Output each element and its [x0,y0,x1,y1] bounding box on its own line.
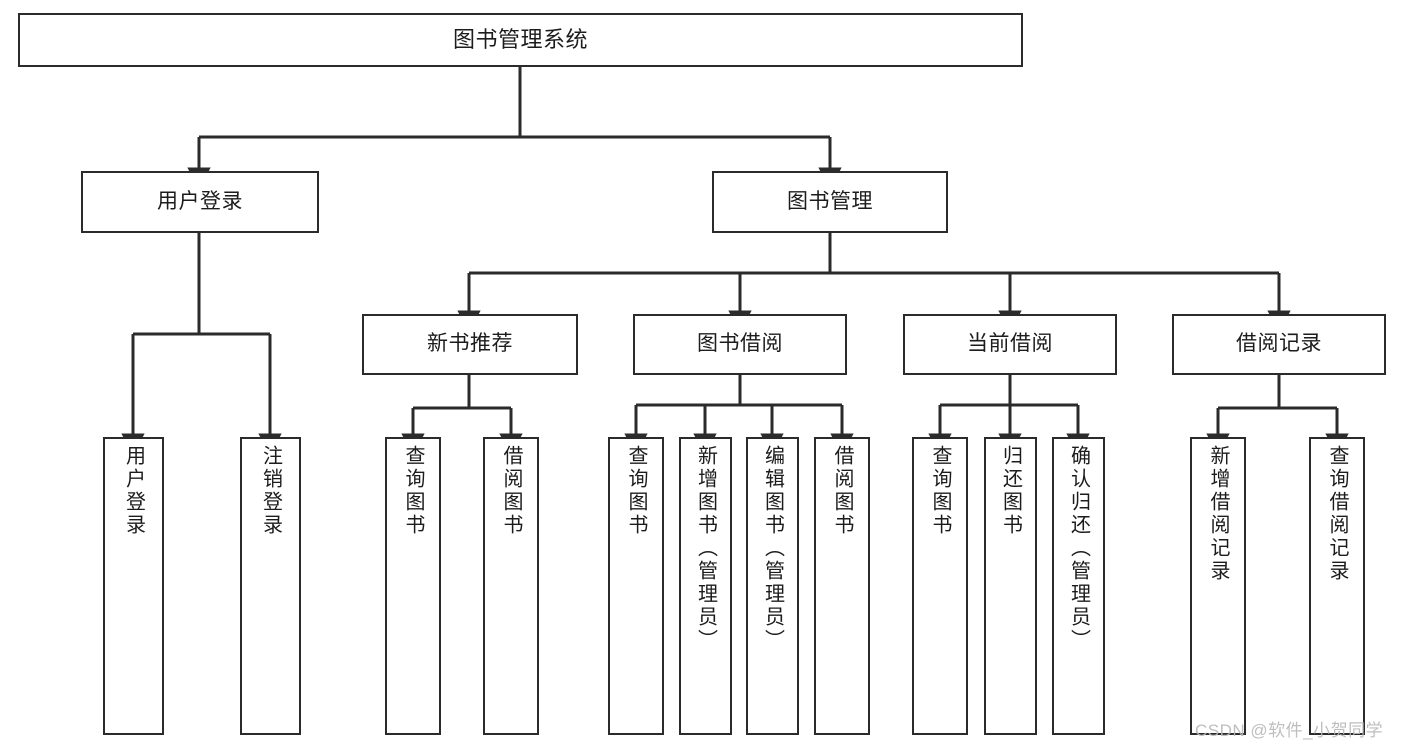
node-label: 图书管理系统 [452,27,588,53]
node-label: 注销登录 [259,445,282,537]
node-borrow-record[interactable]: 借阅记录 [1172,314,1386,375]
node-label: 查询借阅记录 [1326,445,1348,583]
node-leaf-query-book-rec[interactable]: 查询图书 [385,437,441,735]
node-leaf-add-book[interactable]: 新增图书（管理员） [679,437,732,735]
node-label: 查询图书 [929,445,951,537]
node-label: 确认归还（管理员） [1067,445,1090,652]
node-label: 查询图书 [402,445,424,537]
node-label: 归还图书 [999,445,1022,537]
node-leaf-borrow-book[interactable]: 借阅图书 [814,437,870,735]
node-label: 用户登录 [122,445,145,537]
node-book-borrow[interactable]: 图书借阅 [633,314,847,375]
node-label: 借阅图书 [831,445,853,537]
node-root[interactable]: 图书管理系统 [18,13,1023,67]
node-label: 当前借阅 [967,332,1053,356]
node-leaf-query-book-borrow[interactable]: 查询图书 [608,437,664,735]
node-book-manage[interactable]: 图书管理 [712,171,948,233]
node-leaf-borrow-book-rec[interactable]: 借阅图书 [483,437,539,735]
node-label: 查询图书 [625,445,647,537]
node-new-book-rec[interactable]: 新书推荐 [362,314,578,375]
edges-group [121,67,1349,456]
node-current-borrow[interactable]: 当前借阅 [903,314,1117,375]
node-leaf-add-record[interactable]: 新增借阅记录 [1190,437,1246,735]
node-label: 新增图书（管理员） [694,445,717,652]
node-leaf-logout[interactable]: 注销登录 [240,437,301,735]
node-label: 借阅图书 [500,445,522,537]
node-user-login[interactable]: 用户登录 [81,171,319,233]
node-label: 新书推荐 [427,332,513,356]
node-label: 用户登录 [157,189,243,213]
node-label: 图书借阅 [697,332,783,356]
node-leaf-confirm-return[interactable]: 确认归还（管理员） [1052,437,1105,735]
node-leaf-query-record[interactable]: 查询借阅记录 [1309,437,1365,735]
node-label: 编辑图书（管理员） [761,445,784,652]
node-label: 借阅记录 [1236,332,1322,356]
node-leaf-return-book[interactable]: 归还图书 [984,437,1037,735]
node-leaf-user-login[interactable]: 用户登录 [103,437,164,735]
node-label: 图书管理 [787,189,873,213]
node-leaf-query-book-current[interactable]: 查询图书 [912,437,968,735]
csdn-watermark: CSDN @软件_小贺同学 [1195,721,1384,740]
node-leaf-edit-book[interactable]: 编辑图书（管理员） [746,437,799,735]
node-label: 新增借阅记录 [1207,445,1229,583]
